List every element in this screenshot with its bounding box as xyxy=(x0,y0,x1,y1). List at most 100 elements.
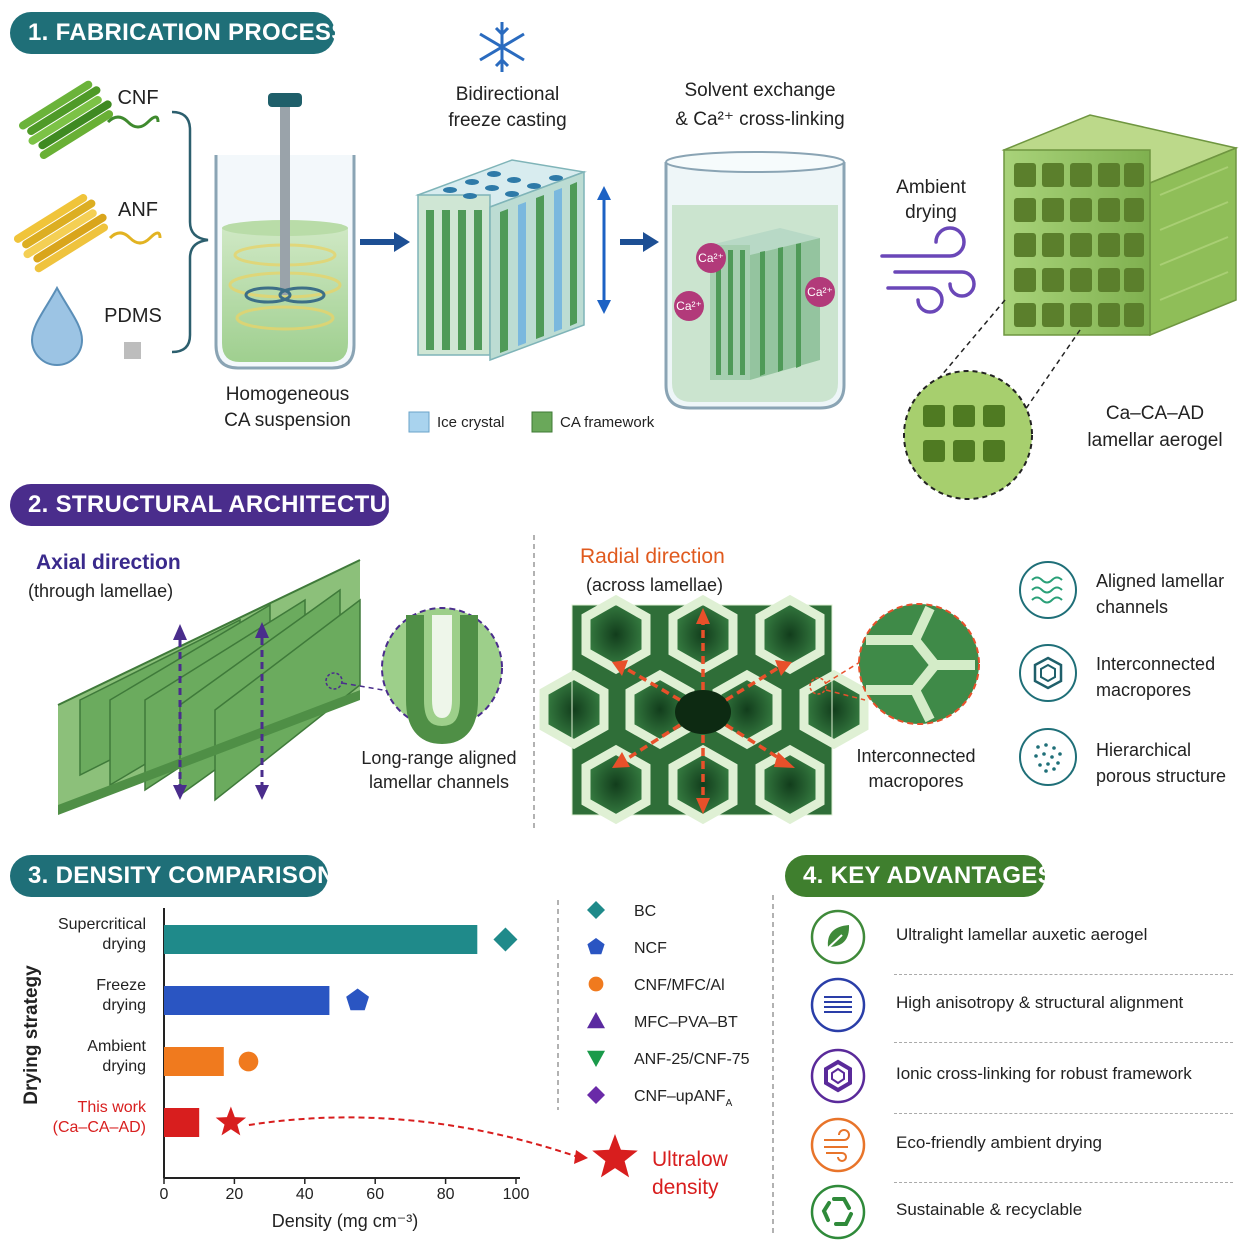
aerogel-zoom-circle xyxy=(903,370,1033,500)
axial-subtitle: (through lamellae) xyxy=(28,581,174,601)
density-chart: SupercriticaldryingFreezedryingAmbientdr… xyxy=(53,916,638,1203)
suspension-label-2: CA suspension xyxy=(224,410,351,431)
density-legend: BCNCFCNF/MFC/AlMFC–PVA–BTANF-25/CNF-75CN… xyxy=(587,901,750,1109)
category-label: (Ca–CA–AD) xyxy=(53,1119,146,1136)
legend-marker xyxy=(587,1086,605,1104)
section3-title: 3. DENSITY COMPARISON xyxy=(10,855,334,897)
crosslinking-beaker xyxy=(664,151,846,410)
bar xyxy=(164,1047,224,1076)
legend-label: CNF–upANFA xyxy=(634,1088,733,1109)
cnf-label: CNF xyxy=(117,87,159,109)
anf-label: ANF xyxy=(118,199,158,221)
x-tick-label: 20 xyxy=(226,1186,244,1203)
ca-ion-3: Ca²⁺ xyxy=(807,285,833,299)
category-label: This work xyxy=(78,1099,147,1116)
axial-zoom-label-1: Long-range aligned xyxy=(361,748,517,768)
callout-arrowhead xyxy=(574,1150,588,1164)
axial-direction-arrows xyxy=(178,638,264,785)
advantage-text: Sustainable & recyclable xyxy=(896,1200,1083,1219)
data-marker xyxy=(493,927,518,952)
radial-title: Radial direction xyxy=(580,545,725,568)
pdms-label: PDMS xyxy=(104,305,162,327)
drying-label-1: Ambient xyxy=(896,177,966,198)
data-marker xyxy=(346,988,369,1011)
hexagon-network-icon xyxy=(1019,644,1077,702)
bar xyxy=(164,1108,200,1137)
category-label: drying xyxy=(102,1058,146,1075)
x-tick-label: 0 xyxy=(160,1186,169,1203)
bar xyxy=(164,986,330,1015)
suspension-label-1: Homogeneous xyxy=(225,384,350,405)
advantage-text: Ionic cross-linking for robust framework xyxy=(896,1064,1192,1083)
category-label: drying xyxy=(102,997,146,1014)
pdms-square xyxy=(124,342,141,359)
legend-marker xyxy=(587,901,605,919)
cnf-wave xyxy=(106,115,160,129)
data-marker xyxy=(238,1051,259,1072)
product-label-1: Ca–CA–AD xyxy=(1105,403,1205,424)
ca-ion-2: Ca²⁺ xyxy=(676,299,702,313)
freeze-label-1: Bidirectional xyxy=(455,84,560,105)
data-marker xyxy=(215,1106,247,1136)
arrow-icon xyxy=(394,232,410,252)
anf-wave xyxy=(108,231,162,245)
advantage-text: Eco-friendly ambient drying xyxy=(896,1133,1102,1152)
legend-label: ANF-25/CNF-75 xyxy=(634,1051,750,1068)
wave-lines-icon xyxy=(1019,561,1077,619)
radial-honeycomb-diagram xyxy=(539,594,869,825)
feature-2-line1: Interconnected xyxy=(1096,654,1216,674)
legend-label: BC xyxy=(634,903,656,920)
x-tick-label: 100 xyxy=(503,1186,530,1203)
radial-subtitle: (across lamellae) xyxy=(586,575,724,595)
ice-swatch xyxy=(408,411,430,433)
feature-3-line1: Hierarchical xyxy=(1096,740,1192,760)
section1-title: 1. FABRICATION PROCESS xyxy=(10,12,347,54)
feature-1-line2: channels xyxy=(1096,597,1169,617)
category-label: Supercritical xyxy=(58,916,146,933)
ultralow-label-2: density xyxy=(652,1176,719,1199)
x-axis-label: Density (mg cm⁻³) xyxy=(271,1211,419,1231)
water-drop-icon xyxy=(30,285,84,366)
lamellar-aerogel-block xyxy=(1001,114,1239,337)
x-tick-label: 80 xyxy=(437,1186,455,1203)
category-label: Ambient xyxy=(87,1038,146,1055)
dotted-pores-icon xyxy=(1019,728,1077,786)
axial-zoom-label-2: lamellar channels xyxy=(368,772,510,792)
radial-zoom-circle xyxy=(858,603,980,725)
ultralow-star-icon xyxy=(592,1134,638,1178)
advantage-text: High anisotropy & structural alignment xyxy=(896,993,1184,1012)
mixing-beaker xyxy=(214,93,356,370)
legend-label: CNF/MFC/Al xyxy=(634,977,725,994)
ca-ion-1: Ca²⁺ xyxy=(698,251,724,265)
freeze-label-2: freeze casting xyxy=(448,110,567,131)
section4-title: 4. KEY ADVANTAGES xyxy=(785,855,1054,897)
axial-title: Axial direction xyxy=(36,551,181,574)
x-tick-label: 60 xyxy=(366,1186,384,1203)
x-tick-label: 40 xyxy=(296,1186,314,1203)
ultralow-label-1: Ultralow xyxy=(652,1148,728,1171)
advantage-row: Eco-friendly ambient drying xyxy=(808,1113,1233,1183)
advantage-row: High anisotropy & structural alignment xyxy=(808,973,1233,1043)
advantage-text: Ultralight lamellar auxetic aerogel xyxy=(896,925,1148,944)
callout-arrow xyxy=(248,1116,579,1158)
input-brace xyxy=(171,110,209,354)
advantage-row: Ionic cross-linking for robust framework xyxy=(808,1044,1233,1114)
feature-3-line2: porous structure xyxy=(1096,766,1227,786)
y-axis-label: Drying strategy xyxy=(21,965,42,1105)
ca-framework-label: CA framework xyxy=(560,414,655,431)
legend-marker xyxy=(587,938,605,955)
wind-drying-icon xyxy=(880,226,976,314)
ca-swatch xyxy=(531,411,553,433)
advantage-row: Ultralight lamellar auxetic aerogel xyxy=(808,905,1233,975)
yellow-fiber-bundle-icon xyxy=(13,194,109,273)
advantage-row: Sustainable & recyclable xyxy=(808,1180,1233,1244)
legend-marker xyxy=(588,976,604,992)
exchange-label-1: Solvent exchange xyxy=(684,80,836,101)
feature-2-line2: macropores xyxy=(1096,680,1192,700)
legend-label: MFC–PVA–BT xyxy=(634,1014,738,1031)
radial-zoom-label-2: macropores xyxy=(868,771,964,791)
drying-label-2: drying xyxy=(905,202,957,223)
category-label: Freeze xyxy=(96,977,146,994)
radial-zoom-label-1: Interconnected xyxy=(856,746,976,766)
legend-marker xyxy=(587,1050,605,1067)
